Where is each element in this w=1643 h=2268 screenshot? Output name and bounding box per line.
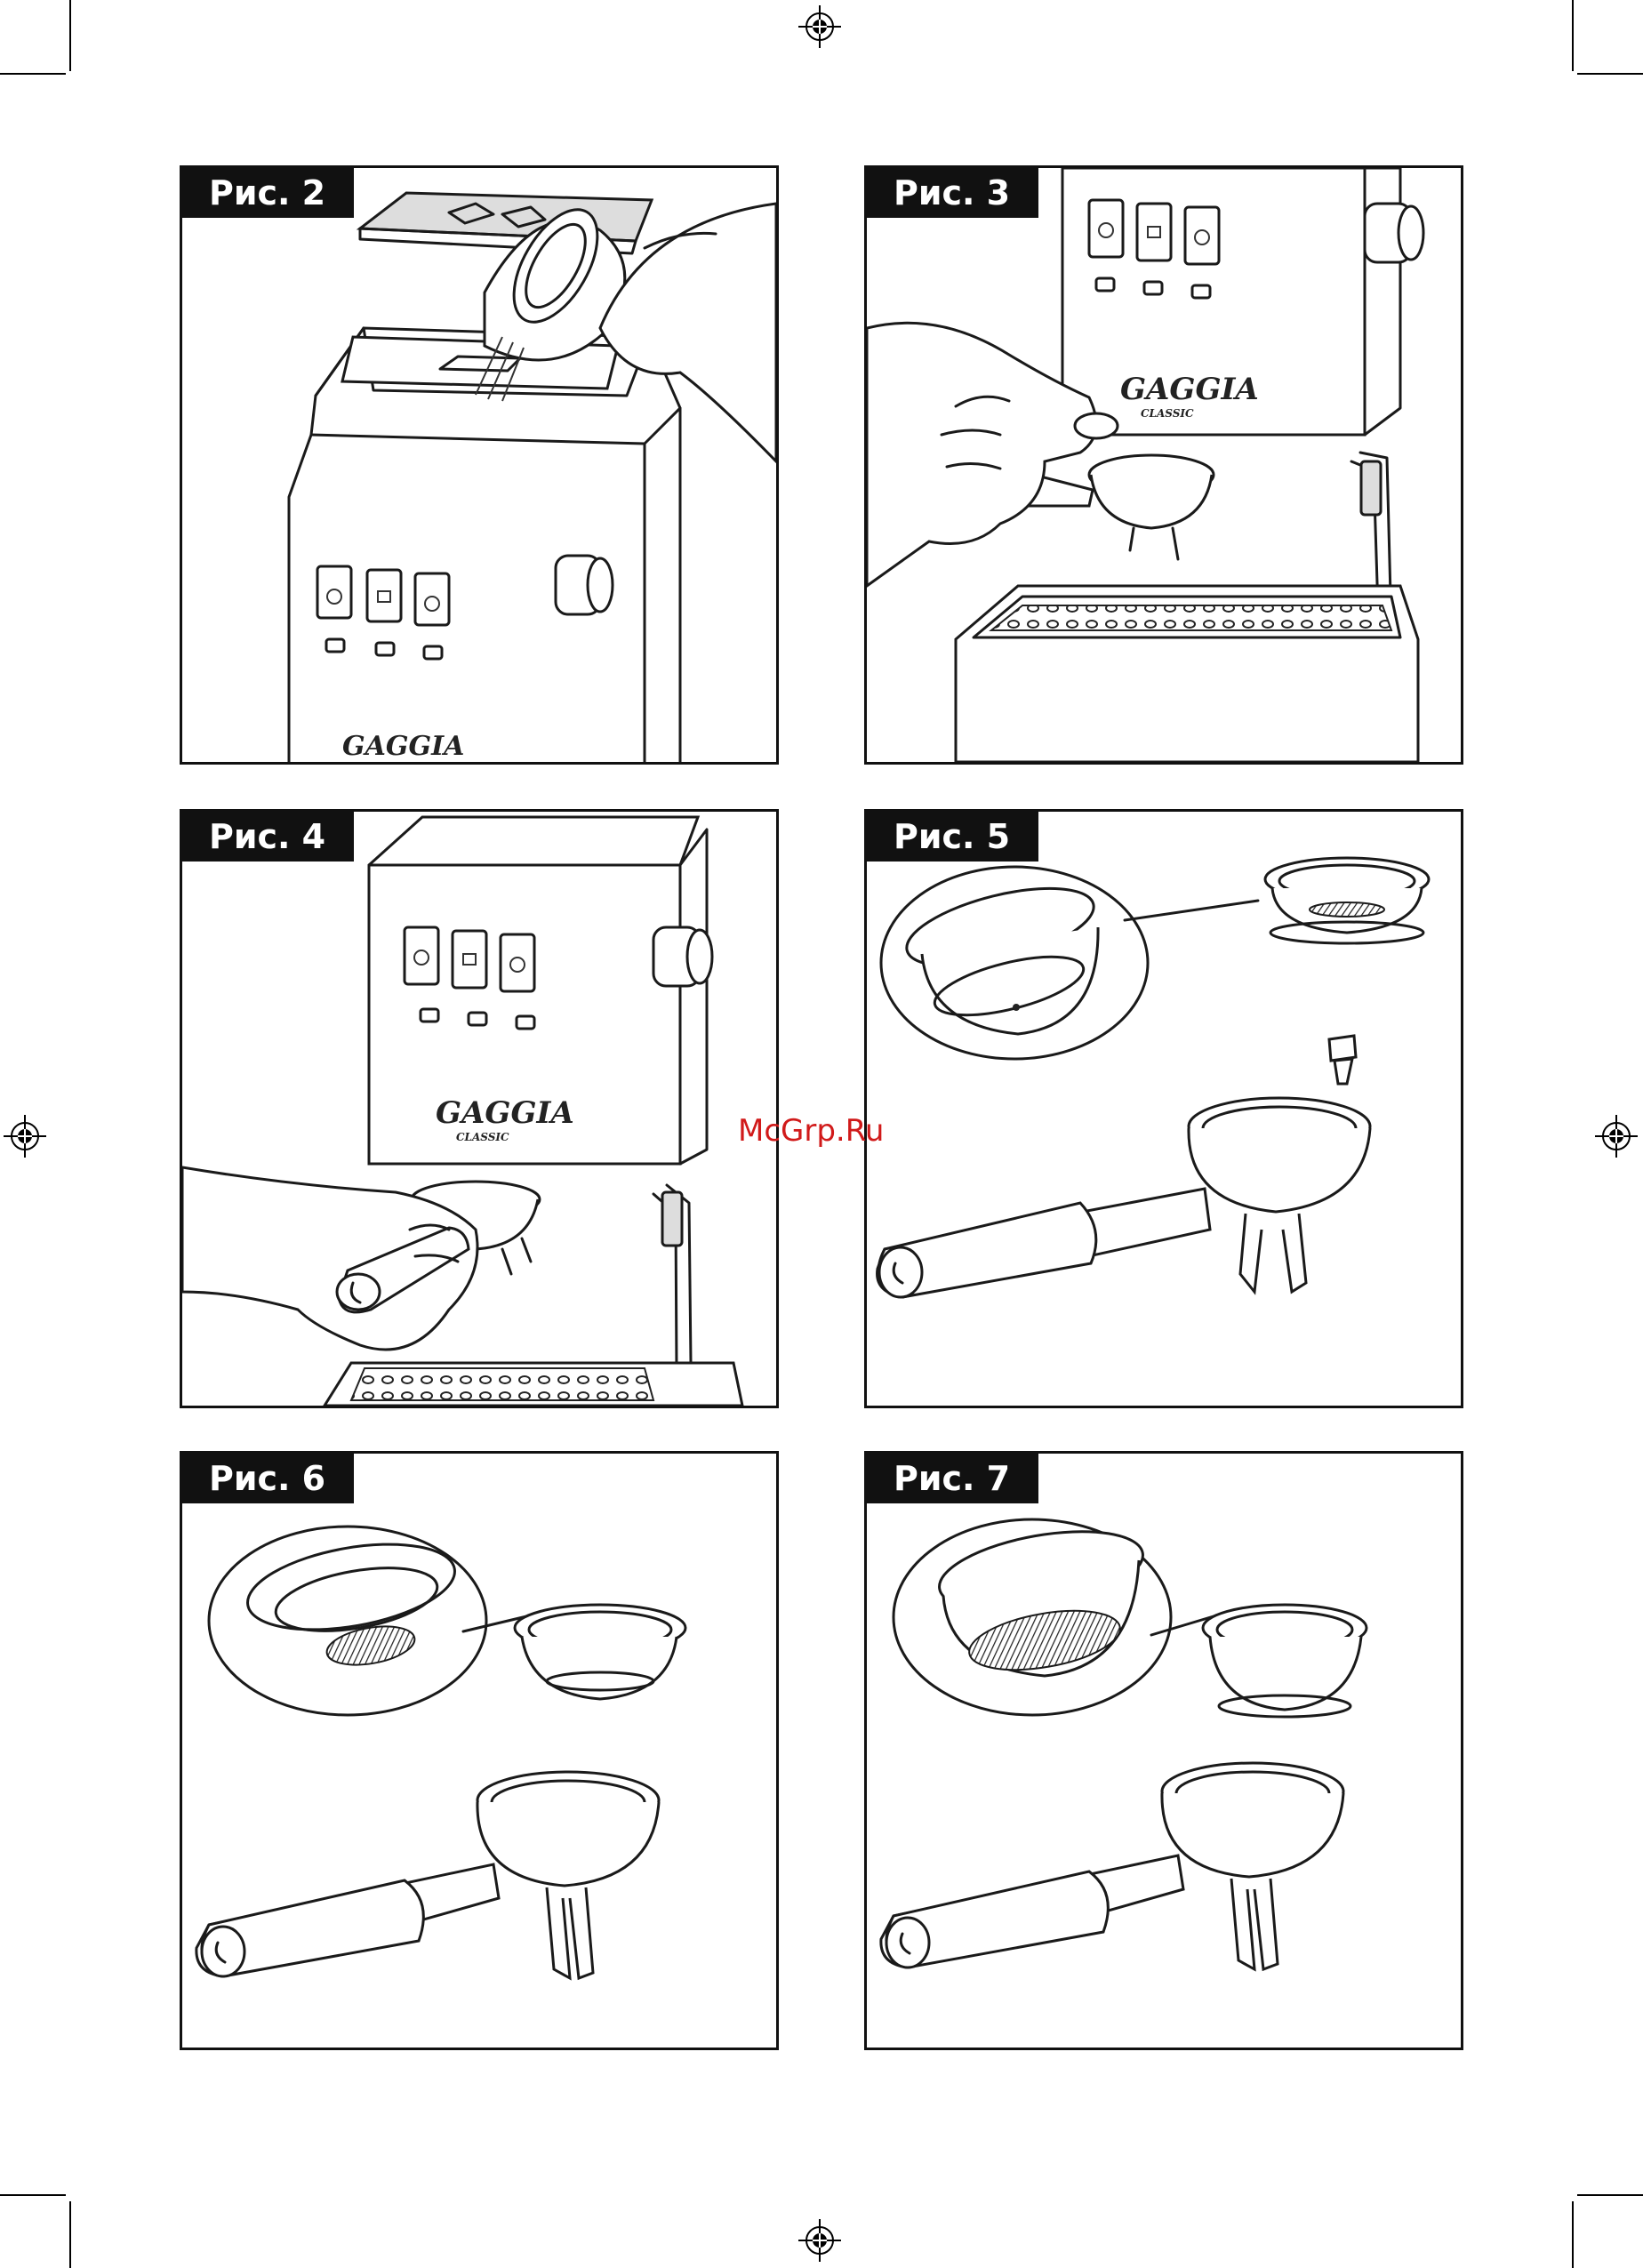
registration-mark-icon (798, 2219, 841, 2262)
figure-6-panel: Рис. 6 (180, 1451, 779, 2050)
crop-mark-icon (1572, 0, 1574, 71)
figure-2-panel: Рис. 2 GAGGIA (180, 165, 779, 765)
figure-4-panel: Рис. 4 GAGGIA CLASSIC (180, 809, 779, 1408)
double-dose-filter-illustration (867, 1454, 1461, 2048)
crop-mark-icon (1577, 2194, 1643, 2196)
crop-mark-icon (1572, 2201, 1574, 2268)
insert-portafilter-illustration: GAGGIA CLASSIC (867, 168, 1461, 762)
figure-label: Рис. 7 (867, 1454, 1038, 1503)
registration-mark-icon (798, 5, 841, 48)
lock-portafilter-illustration: GAGGIA CLASSIC (182, 812, 776, 1406)
watermark: McGrp.Ru (738, 1113, 884, 1149)
crop-mark-icon (0, 2194, 66, 2196)
figure-5-panel: Рис. 5 (864, 809, 1463, 1408)
figure-label: Рис. 6 (182, 1454, 354, 1503)
single-dose-filter-illustration (182, 1454, 776, 2048)
brand-sublogo: CLASSIC (1141, 407, 1194, 420)
figure-label: Рис. 4 (182, 812, 354, 862)
crop-mark-icon (69, 0, 71, 71)
figure-label: Рис. 2 (182, 168, 354, 218)
pressurised-filter-assembly-illustration (867, 812, 1461, 1406)
registration-mark-icon (1595, 1115, 1638, 1158)
crop-mark-icon (69, 2201, 71, 2268)
figure-label: Рис. 3 (867, 168, 1038, 218)
crop-mark-icon (1577, 73, 1643, 75)
figure-label: Рис. 5 (867, 812, 1038, 862)
brand-sublogo: CLASSIC (456, 1131, 509, 1143)
crop-mark-icon (0, 73, 66, 75)
figure-3-panel: Рис. 3 GAGGIA CLASSIC (864, 165, 1463, 765)
brand-logo: GAGGIA (342, 731, 464, 762)
registration-mark-icon (4, 1115, 46, 1158)
figure-7-panel: Рис. 7 (864, 1451, 1463, 2050)
brand-logo: GAGGIA (436, 1095, 574, 1131)
water-tank-refill-illustration: GAGGIA (182, 168, 776, 762)
brand-logo: GAGGIA (1120, 372, 1259, 407)
